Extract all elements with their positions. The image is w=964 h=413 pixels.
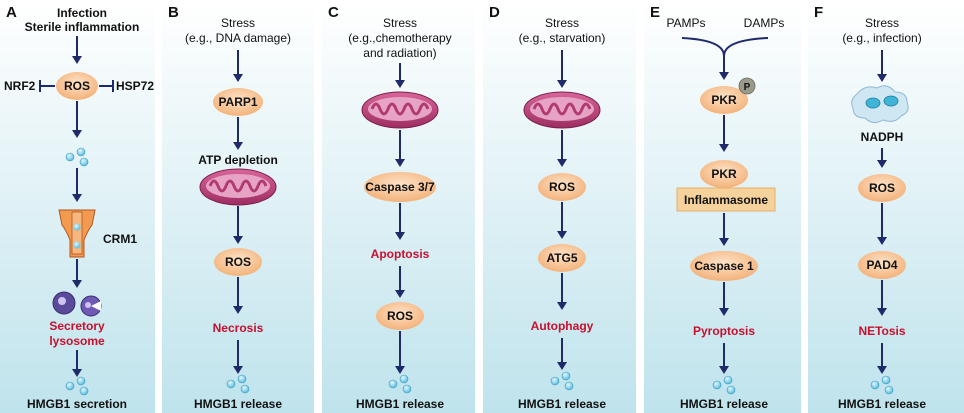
- panel-f: F Stress (e.g., infection) NADPH ROS PAD…: [808, 0, 964, 413]
- panel-d-ros: ROS: [549, 180, 575, 194]
- panel-e: E PAMPs DAMPs PKR P PKR Inflammasome Cas…: [644, 0, 801, 413]
- panel-b: B Stress (e.g., DNA damage) PARP1 ATP de…: [162, 0, 314, 413]
- panel-c-stimulus-1: Stress: [383, 16, 417, 30]
- panel-d-ros-node: [538, 173, 586, 201]
- panel-e-caspase: Caspase 1: [694, 259, 754, 273]
- panel-e-outcome: Pyroptosis: [693, 324, 755, 338]
- panel-a-crm1-channel: [58, 209, 96, 258]
- panel-f-outcome: NETosis: [858, 324, 905, 338]
- panel-b-ros-node: [214, 248, 262, 276]
- panel-c-stimulus-2: (e.g.,chemotherapy: [348, 31, 451, 45]
- panel-c-mitochondrion: [360, 90, 440, 130]
- panel-c: C Stress (e.g.,chemotherapy and radiatio…: [322, 0, 475, 413]
- panel-c-outcome: Apoptosis: [371, 247, 430, 261]
- panel-d: D Stress (e.g., starvation) ROS ATG5 Aut…: [483, 0, 636, 413]
- panel-a-outcome-1: Secretory: [49, 319, 105, 333]
- panel-c-release: HMGB1 release: [356, 397, 444, 411]
- panel-e-inflammasome-box: [676, 187, 776, 212]
- panel-e-pkr2-node: [700, 160, 748, 188]
- panel-c-ros: ROS: [387, 309, 413, 323]
- panel-a-lysosome-icon: [52, 291, 102, 317]
- panel-d-stimulus-1: Stress: [545, 16, 579, 30]
- panel-c-background: [322, 0, 475, 413]
- panel-f-ros: ROS: [869, 181, 895, 195]
- panel-b-ros: ROS: [225, 255, 251, 269]
- panel-e-phospho-badge: [738, 77, 756, 95]
- panel-d-stimulus-2: (e.g., starvation): [519, 31, 606, 45]
- panel-c-letter: C: [328, 4, 339, 21]
- panel-b-outcome: Necrosis: [213, 321, 264, 335]
- panel-f-stimulus-2: (e.g., infection): [842, 31, 921, 45]
- panel-c-ros-node: [376, 302, 424, 330]
- panel-a-stimulus-2: Sterile inflammation: [25, 20, 140, 34]
- panel-f-nadph: NADPH: [861, 130, 904, 144]
- panel-f-pad4: PAD4: [866, 258, 897, 272]
- panel-f-pad4-node: [858, 251, 906, 279]
- panel-b-stimulus-1: Stress: [221, 16, 255, 30]
- panel-f-neutrophil-icon: [851, 85, 909, 124]
- panel-d-release: HMGB1 release: [518, 397, 606, 411]
- panel-f-release: HMGB1 release: [838, 397, 926, 411]
- panel-a-ros-label: ROS: [64, 79, 90, 93]
- panel-b-stimulus-2: (e.g., DNA damage): [185, 31, 291, 45]
- panel-e-pkr1-node: [700, 86, 748, 114]
- panel-a-stimulus-1: Infection: [57, 6, 107, 20]
- panel-e-release: HMGB1 release: [680, 397, 768, 411]
- panel-c-stimulus-3: and radiation): [363, 46, 436, 60]
- panel-a-ros-node: [56, 72, 98, 100]
- panel-e-phospho: P: [744, 82, 751, 93]
- panel-d-outcome: Autophagy: [531, 319, 594, 333]
- panel-d-letter: D: [489, 4, 500, 21]
- panel-d-background: [483, 0, 636, 413]
- panel-e-damps: DAMPs: [744, 16, 785, 30]
- panel-e-pamps: PAMPs: [666, 16, 705, 30]
- panel-a-nrf2: NRF2: [4, 79, 36, 93]
- panel-b-release: HMGB1 release: [194, 397, 282, 411]
- panel-d-atg5-node: [538, 244, 586, 272]
- panel-a-release: HMGB1 secretion: [27, 397, 127, 411]
- panel-b-parp1-node: [213, 88, 263, 116]
- panel-b-parp1: PARP1: [218, 95, 257, 109]
- panel-a: A Infection Sterile inflammation NRF2 RO…: [0, 0, 155, 413]
- panel-c-caspase: Caspase 3/7: [365, 180, 435, 194]
- panel-a-crm1: CRM1: [103, 232, 137, 246]
- panel-b-mitochondrion: [198, 167, 278, 207]
- panel-a-hsp72: HSP72: [116, 79, 154, 93]
- panel-f-stimulus-1: Stress: [865, 16, 899, 30]
- panel-f-letter: F: [814, 4, 823, 21]
- panel-b-letter: B: [168, 4, 179, 21]
- panel-d-mitochondrion: [522, 90, 602, 130]
- panel-f-ros-node: [858, 174, 906, 202]
- panel-e-letter: E: [650, 4, 660, 21]
- panel-e-inflammasome: Inflammasome: [684, 193, 768, 207]
- panel-a-letter: A: [6, 4, 17, 21]
- panel-d-atg5: ATG5: [546, 251, 577, 265]
- panel-e-caspase-node: [690, 251, 758, 281]
- panel-e-pkr2: PKR: [711, 167, 737, 181]
- panel-b-atp: ATP depletion: [198, 153, 278, 167]
- panel-c-caspase-node: [364, 172, 436, 202]
- panel-f-background: [808, 0, 964, 413]
- panel-e-pkr1: PKR: [711, 93, 737, 107]
- panel-a-background: [0, 0, 155, 413]
- panel-a-outcome-2: lysosome: [49, 334, 105, 348]
